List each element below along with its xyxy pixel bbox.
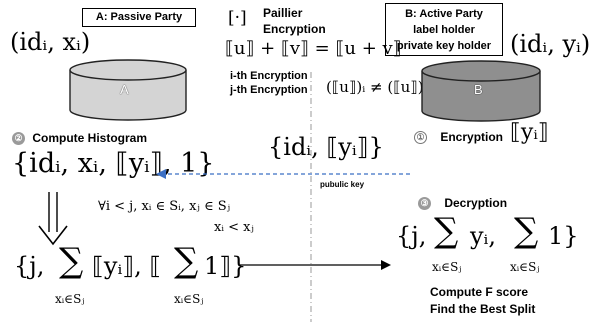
party-b-tuple: (idᵢ, yᵢ)	[510, 30, 591, 58]
aggregate-sum1-under: xᵢ∈Sⱼ	[55, 292, 85, 306]
compute-f-score-label: Compute F score	[430, 285, 529, 299]
aggregate-sum1-term: ⟦yᵢ⟧, ⟦	[92, 252, 162, 280]
transfer-formula: {idᵢ, ⟦yᵢ⟧}	[268, 133, 384, 161]
step3-sum2-term: 1}	[548, 222, 579, 250]
step3-number: ③	[418, 197, 431, 211]
aggregate-formula: {j,	[14, 252, 44, 280]
party-a-tuple: (idᵢ, xᵢ)	[10, 28, 91, 56]
step3-label-row: ③ Decryption	[418, 196, 508, 211]
aggregate-sum2-under: xᵢ∈Sⱼ	[174, 292, 204, 306]
paillier-inequality: (⟦u⟧)ᵢ ≠ (⟦u⟧)ⱼ	[326, 78, 428, 96]
to-decryption-arrowhead	[381, 260, 391, 270]
aggregate-head: {j,	[14, 252, 45, 280]
step3-sum1-term: yᵢ,	[470, 222, 497, 250]
step1-formula: ⟦yᵢ⟧	[510, 120, 549, 145]
party-a-box: A: Passive Party	[82, 8, 196, 27]
party-b-box-label-1: B: Active Party	[405, 8, 483, 20]
cylinder-b-top	[421, 60, 541, 82]
step1-number: ①	[414, 131, 427, 145]
cylinder-b-label: B	[474, 82, 483, 97]
step3-sum1-under: xᵢ∈Sⱼ	[432, 260, 462, 274]
paillier-title-2: Encryption	[263, 22, 326, 36]
paillier-jth-label: j-th Encryption	[230, 84, 308, 96]
party-b-box: B: Active Party label holder private key…	[385, 3, 503, 56]
step2-formula: {idᵢ, xᵢ, ⟦yᵢ⟧, 1}	[12, 148, 215, 179]
step1-label-row: ① Encryption	[414, 130, 504, 145]
best-split-label: Find the Best Split	[430, 302, 536, 316]
paillier-title-1: Paillier	[263, 6, 303, 20]
paillier-symbol: [·]	[228, 8, 247, 28]
step2-label-row: ② Compute Histogram	[12, 131, 148, 146]
aggregate-sum2-term: 1⟧}	[204, 252, 247, 280]
party-b-box-label-2: label holder	[413, 24, 475, 36]
step2-number: ②	[12, 132, 25, 146]
step3-sum1-symbol: ∑	[434, 211, 459, 251]
transfer-arrow-label: pubulic key	[320, 180, 365, 189]
step3-sum2-under: xᵢ∈Sⱼ	[510, 260, 540, 274]
aggregate-sum1-symbol: ∑	[59, 241, 84, 281]
step3-label: Decryption	[444, 196, 508, 210]
step3-sum2-symbol: ∑	[514, 211, 539, 251]
aggregate-sum2-symbol: ∑	[174, 241, 199, 281]
paillier-ith-label: i-th Encryption	[230, 70, 308, 82]
condition-line2: xᵢ < xⱼ	[214, 220, 254, 235]
paillier-equation: ⟦u⟧ + ⟦v⟧ = ⟦u + v⟧	[225, 38, 402, 59]
cylinder-a-top	[69, 59, 187, 81]
condition-line1: ∀i < j, xᵢ ∈ Sᵢ, xⱼ ∈ Sⱼ	[98, 199, 231, 214]
step3-head: {j,	[396, 222, 427, 250]
party-b-box-label-3: private key holder	[396, 40, 492, 52]
party-a-box-label: A: Passive Party	[95, 11, 183, 23]
step1-label: Encryption	[440, 130, 504, 144]
double-down-arrow	[38, 192, 68, 246]
cylinder-a-label: A	[120, 82, 129, 97]
step2-label: Compute Histogram	[32, 131, 148, 145]
